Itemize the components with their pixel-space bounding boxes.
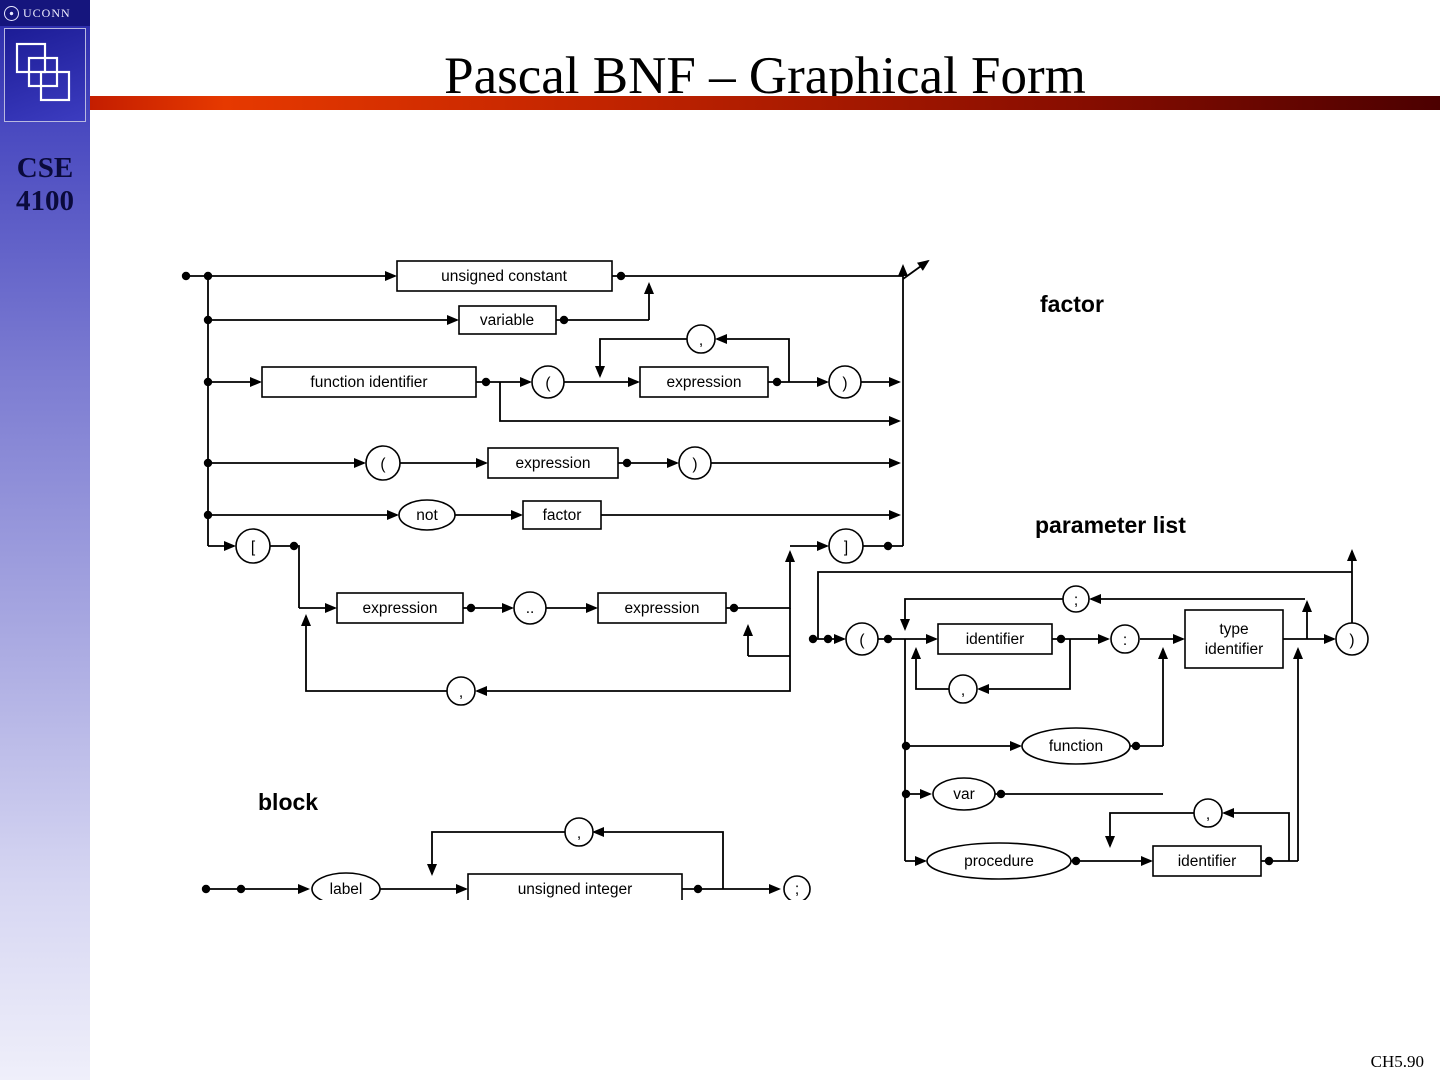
uconn-logo-bar: UCONN xyxy=(0,0,90,26)
node-identifier-1: identifier xyxy=(937,623,1053,655)
node-procedure-label: procedure xyxy=(964,853,1034,870)
course-code-line1: CSE xyxy=(16,152,74,184)
section-label-block: block xyxy=(258,789,318,815)
uconn-seal-icon xyxy=(4,5,19,21)
node-colon: : xyxy=(1110,624,1140,654)
node-expression-2-label: expression xyxy=(516,455,591,472)
node-comma-2: , xyxy=(446,676,476,706)
section-label-parameter-list: parameter list xyxy=(1035,512,1186,538)
node-lparen-3-label: ( xyxy=(859,632,865,649)
parameter-list-lines xyxy=(813,549,1357,866)
node-comma-1-label: , xyxy=(699,332,703,349)
node-semicolon-2-label: ; xyxy=(795,881,799,898)
node-function-label: function xyxy=(1049,738,1103,755)
node-unsigned-constant-label: unsigned constant xyxy=(441,268,568,285)
node-dotdot: .. xyxy=(513,591,547,625)
node-comma-5: , xyxy=(564,817,594,847)
node-rparen-1: ) xyxy=(828,365,862,399)
node-type-identifier-line2: identifier xyxy=(1205,641,1264,658)
node-factor: factor xyxy=(522,500,602,530)
title-divider xyxy=(90,96,1440,110)
node-lbracket-label: [ xyxy=(251,539,256,556)
node-expression-2: expression xyxy=(487,447,619,479)
node-unsigned-constant: unsigned constant xyxy=(396,260,613,292)
page-title: Pascal BNF – Graphical Form xyxy=(444,46,1086,105)
node-expression-3-label: expression xyxy=(363,600,438,617)
node-comma-2-label: , xyxy=(459,684,463,701)
node-function-identifier: function identifier xyxy=(261,366,477,398)
node-semicolon-2: ; xyxy=(783,875,811,900)
node-label-label: label xyxy=(330,881,363,898)
stacked-squares-icon xyxy=(15,42,71,102)
node-function: function xyxy=(1021,727,1131,765)
node-rbracket-label: ] xyxy=(844,539,848,556)
node-rparen-3-label: ) xyxy=(1349,632,1354,649)
node-identifier-1-label: identifier xyxy=(966,631,1025,648)
node-var: var xyxy=(932,777,996,811)
node-rparen-2: ) xyxy=(678,446,712,480)
uconn-wordmark: UCONN xyxy=(23,5,71,20)
node-not: not xyxy=(398,499,456,531)
node-not-label: not xyxy=(416,507,438,524)
node-variable: variable xyxy=(458,305,557,335)
node-var-label: var xyxy=(953,786,975,803)
node-comma-4-label: , xyxy=(1206,806,1210,823)
node-rbracket: ] xyxy=(828,528,864,564)
node-type-identifier: type identifier xyxy=(1184,609,1284,669)
node-unsigned-integer-label: unsigned integer xyxy=(518,881,633,898)
course-code-line2: 4100 xyxy=(16,185,74,218)
node-comma-5-label: , xyxy=(577,825,581,842)
node-variable-label: variable xyxy=(480,312,534,329)
page-number: CH5.90 xyxy=(1370,1052,1424,1071)
node-semicolon: ; xyxy=(1062,585,1090,613)
node-rparen-3: ) xyxy=(1335,622,1369,656)
junction-dots xyxy=(181,271,1274,894)
node-dotdot-label: .. xyxy=(526,600,535,617)
node-lparen-1-label: ( xyxy=(545,375,551,392)
railroad-diagram: factor parameter list block xyxy=(181,259,1369,900)
node-expression-4-label: expression xyxy=(625,600,700,617)
node-expression-1-label: expression xyxy=(667,374,742,391)
node-lbracket: [ xyxy=(235,528,271,564)
node-lparen-2-label: ( xyxy=(380,456,386,473)
node-lparen-3: ( xyxy=(845,622,879,656)
sidebar: UCONN CSE 4100 xyxy=(0,0,90,1080)
node-semicolon-label: ; xyxy=(1074,592,1078,609)
cse-department-logo xyxy=(4,28,86,122)
node-factor-label: factor xyxy=(543,507,582,524)
node-expression-3: expression xyxy=(336,592,464,624)
node-comma-3-label: , xyxy=(961,682,965,699)
node-unsigned-integer: unsigned integer xyxy=(467,873,683,900)
node-function-identifier-label: function identifier xyxy=(310,374,427,391)
node-comma-3: , xyxy=(948,674,978,704)
node-colon-label: : xyxy=(1123,632,1127,649)
node-identifier-2: identifier xyxy=(1152,845,1262,877)
node-identifier-2-label: identifier xyxy=(1178,853,1237,870)
node-type-identifier-line1: type xyxy=(1219,621,1248,638)
factor-lines xyxy=(186,259,930,696)
node-expression-1: expression xyxy=(639,366,769,398)
node-expression-4: expression xyxy=(597,592,727,624)
course-code: CSE 4100 xyxy=(0,152,90,218)
node-lparen-2: ( xyxy=(365,445,401,481)
node-comma-1: , xyxy=(686,324,716,354)
node-procedure: procedure xyxy=(926,842,1072,880)
node-lparen-1: ( xyxy=(531,365,565,399)
section-label-factor: factor xyxy=(1040,291,1104,317)
node-label: label xyxy=(311,872,381,900)
node-rparen-1-label: ) xyxy=(842,375,847,392)
node-comma-4: , xyxy=(1193,798,1223,828)
node-rparen-2-label: ) xyxy=(692,456,697,473)
